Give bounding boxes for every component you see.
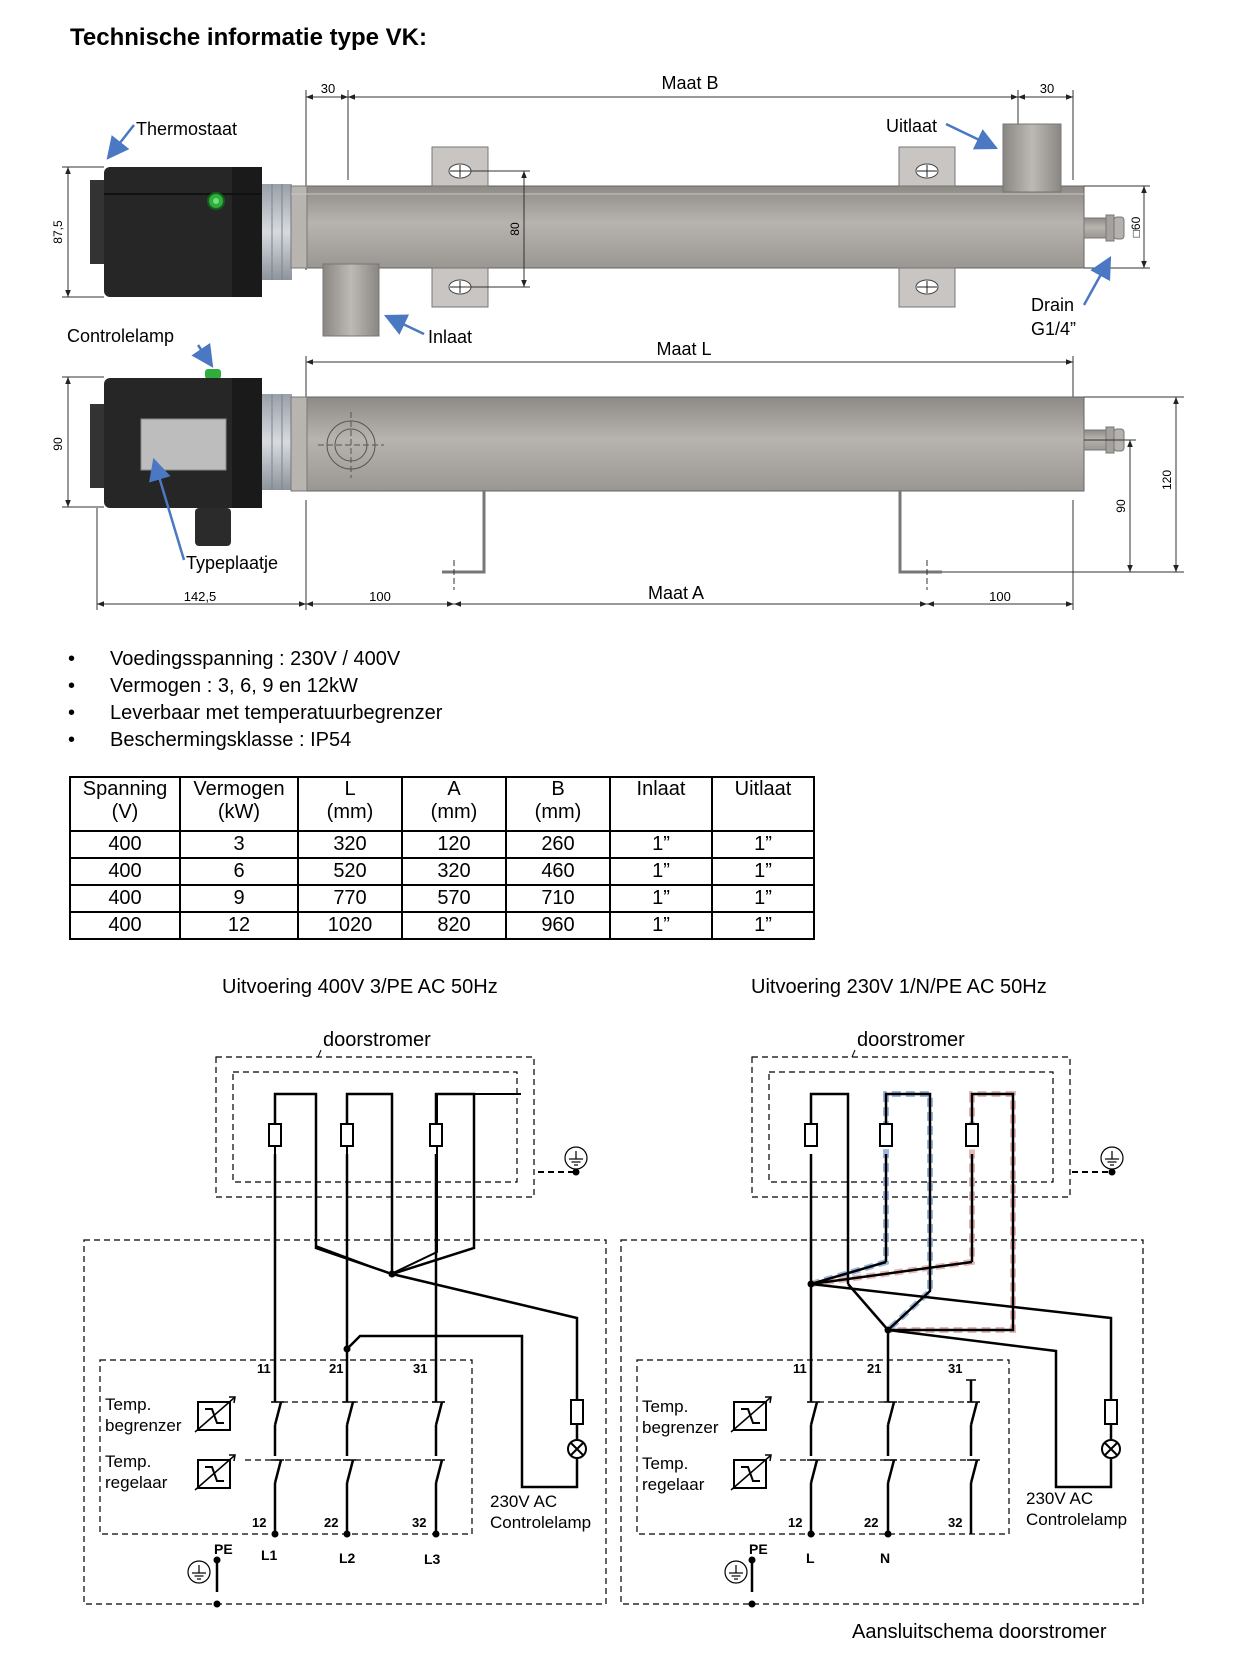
- temp-regelaar-left-1: Temp.: [105, 1452, 151, 1471]
- caption-230v: Uitvoering 230V 1/N/PE AC 50Hz: [751, 976, 1047, 998]
- dim-30-right: 30: [1040, 81, 1054, 96]
- temp-begrenzer-left-2: begrenzer: [105, 1416, 182, 1435]
- terminal-21-left: 21: [329, 1361, 343, 1376]
- temp-begrenzer-right-2: begrenzer: [642, 1418, 719, 1437]
- feature-item: Leverbaar met temperatuurbegrenzer: [68, 700, 442, 727]
- terminal-12-right: 12: [788, 1515, 802, 1530]
- temp-begrenzer-right-1: Temp.: [642, 1397, 688, 1416]
- label-typeplaatje: Typeplaatje: [186, 553, 278, 573]
- terminal-22-left: 22: [324, 1515, 338, 1530]
- caption-400v: Uitvoering 400V 3/PE AC 50Hz: [222, 976, 498, 998]
- dim-87-5: 87,5: [51, 220, 65, 244]
- thermostat-box-front: [90, 369, 292, 546]
- line-l: L: [806, 1550, 815, 1566]
- page-title: Technische informatie type VK:: [70, 24, 427, 51]
- schematic-footer: Aansluitschema doorstromer: [852, 1621, 1107, 1643]
- terminal-32-left: 32: [412, 1515, 426, 1530]
- dim-30-left: 30: [321, 81, 335, 96]
- feature-item: Voedingsspanning : 230V / 400V: [68, 646, 442, 673]
- heater-body-front: [290, 396, 1085, 492]
- dim-100-right: 100: [989, 589, 1011, 604]
- label-controlelamp: Controlelamp: [67, 326, 174, 346]
- label-uitlaat: Uitlaat: [886, 116, 937, 136]
- terminal-11-left: 11: [257, 1361, 271, 1376]
- dim-maat-l: Maat L: [656, 339, 711, 359]
- schematic-230v: [620, 1056, 1144, 1605]
- dim-142-5: 142,5: [184, 589, 217, 604]
- dim-120: 120: [1160, 470, 1174, 490]
- terminal-32-right: 32: [948, 1515, 962, 1530]
- dim-80: 80: [508, 222, 522, 236]
- line-l2: L2: [339, 1550, 356, 1566]
- schematic-400v: [83, 1056, 607, 1605]
- label-thermostaat: Thermostaat: [136, 119, 237, 139]
- header-inlaat: Inlaat: [609, 776, 713, 832]
- dim-sq-60: □60: [1129, 216, 1143, 237]
- header-vermogen: Vermogen(kW): [179, 776, 299, 832]
- header-b: B(mm): [505, 776, 611, 832]
- thermostat-box-top: [90, 167, 292, 297]
- box-label-right: doorstromer: [857, 1029, 965, 1051]
- lamp-label-left-1: 230V AC: [490, 1492, 557, 1511]
- terminal-11-right: 11: [793, 1361, 807, 1376]
- terminal-31-left: 31: [413, 1361, 427, 1376]
- label-drain: Drain: [1031, 295, 1074, 315]
- temp-regelaar-left-2: regelaar: [105, 1473, 168, 1492]
- feature-list: Voedingsspanning : 230V / 400V Vermogen …: [68, 646, 442, 754]
- terminal-22-right: 22: [864, 1515, 878, 1530]
- terminal-12-left: 12: [252, 1515, 266, 1530]
- header-l: L(mm): [297, 776, 403, 832]
- dim-maat-a: Maat A: [648, 583, 704, 603]
- dim-maat-b: Maat B: [661, 73, 718, 93]
- line-l1: L1: [261, 1547, 278, 1563]
- feature-item: Beschermingsklasse : IP54: [68, 727, 442, 754]
- drain-nozzle: [1083, 214, 1125, 242]
- temp-begrenzer-left-1: Temp.: [105, 1395, 151, 1414]
- temp-regelaar-right-1: Temp.: [642, 1454, 688, 1473]
- inlet-pipe: [322, 263, 380, 337]
- box-label-left: doorstromer: [323, 1029, 431, 1051]
- temp-regelaar-right-2: regelaar: [642, 1475, 705, 1494]
- terminal-31-right: 31: [948, 1361, 962, 1376]
- heater-body-top: [290, 185, 1085, 269]
- label-inlaat: Inlaat: [428, 327, 472, 347]
- line-l3: L3: [424, 1551, 441, 1567]
- header-a: A(mm): [401, 776, 507, 832]
- dim-100-left: 100: [369, 589, 391, 604]
- header-spanning: Spanning(V): [69, 776, 181, 832]
- spec-table: Spanning(V) Vermogen(kW) L(mm) A(mm) B(m…: [69, 776, 815, 940]
- terminal-21-right: 21: [867, 1361, 881, 1376]
- lamp-label-left-2: Controlelamp: [490, 1513, 591, 1532]
- table-header-row: Spanning(V) Vermogen(kW) L(mm) A(mm) B(m…: [69, 776, 815, 832]
- label-drain-size: G1/4”: [1031, 319, 1076, 339]
- lamp-label-right-2: Controlelamp: [1026, 1510, 1127, 1529]
- pe-right: PE: [749, 1541, 768, 1557]
- header-uitlaat: Uitlaat: [711, 776, 815, 832]
- dim-90-right: 90: [1114, 499, 1128, 513]
- pe-left: PE: [214, 1541, 233, 1557]
- dim-90-left: 90: [51, 437, 65, 451]
- lamp-label-right-1: 230V AC: [1026, 1489, 1093, 1508]
- line-n: N: [880, 1550, 890, 1566]
- technical-drawing: 30 Maat B 30 87,5: [51, 73, 1184, 610]
- feature-item: Vermogen : 3, 6, 9 en 12kW: [68, 673, 442, 700]
- outlet-pipe: [1002, 123, 1062, 193]
